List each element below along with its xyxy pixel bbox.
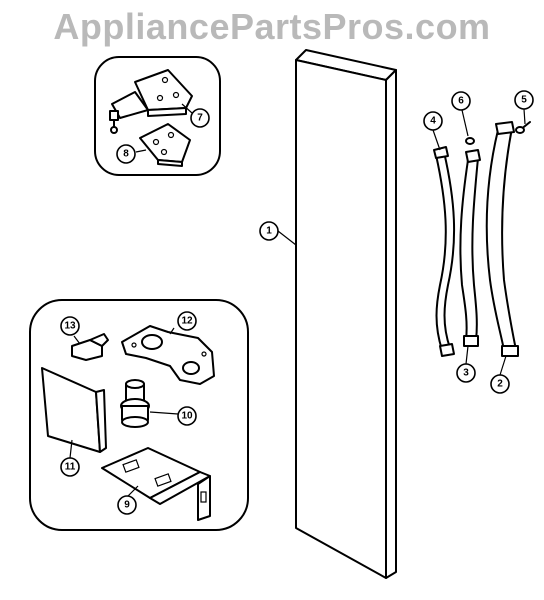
door-panel <box>295 49 397 579</box>
part-9-bottom-hinge <box>101 447 211 521</box>
callout-12-label: 12 <box>181 316 193 327</box>
callout-1: 1 <box>259 221 279 241</box>
part-5-screw <box>515 121 531 134</box>
part-2-gasket <box>485 121 519 357</box>
part-7-hinge-bracket <box>109 69 193 134</box>
leader-lines <box>69 103 526 497</box>
callout-1-label: 1 <box>266 226 272 237</box>
callout-4: 4 <box>423 111 443 131</box>
part-13-clip <box>71 333 109 361</box>
callout-9: 9 <box>117 495 137 515</box>
callout-2-label: 2 <box>497 379 503 390</box>
callout-3: 3 <box>456 363 476 383</box>
callout-6: 6 <box>451 91 471 111</box>
callout-7-label: 7 <box>197 113 203 124</box>
callout-10-label: 10 <box>181 411 193 422</box>
callout-5-label: 5 <box>521 95 527 106</box>
inset-panel-bottom <box>29 299 249 531</box>
callout-3-label: 3 <box>463 368 469 379</box>
callout-9-label: 9 <box>124 500 130 511</box>
part-3-gasket <box>459 149 481 347</box>
callout-11: 11 <box>60 457 80 477</box>
callout-13: 13 <box>60 316 80 336</box>
part-4-gasket <box>433 146 456 357</box>
callout-8: 8 <box>116 144 136 164</box>
part-6-plug <box>465 137 475 145</box>
callout-13-label: 13 <box>64 321 76 332</box>
callout-2: 2 <box>490 374 510 394</box>
callout-5: 5 <box>514 90 534 110</box>
callout-11-label: 11 <box>65 462 76 473</box>
part-8-hinge-plate <box>139 123 191 167</box>
part-12-cam <box>121 325 215 385</box>
callout-7: 7 <box>190 108 210 128</box>
callout-8-label: 8 <box>123 149 129 160</box>
callout-6-label: 6 <box>458 96 464 107</box>
callout-10: 10 <box>177 406 197 426</box>
callout-12: 12 <box>177 311 197 331</box>
watermark: AppliancePartsPros.com <box>53 6 491 47</box>
inset-panel-top <box>94 56 221 176</box>
callout-4-label: 4 <box>430 116 436 127</box>
part-10-hinge-pin <box>120 379 150 428</box>
part-11-hinge-cover <box>41 367 107 453</box>
